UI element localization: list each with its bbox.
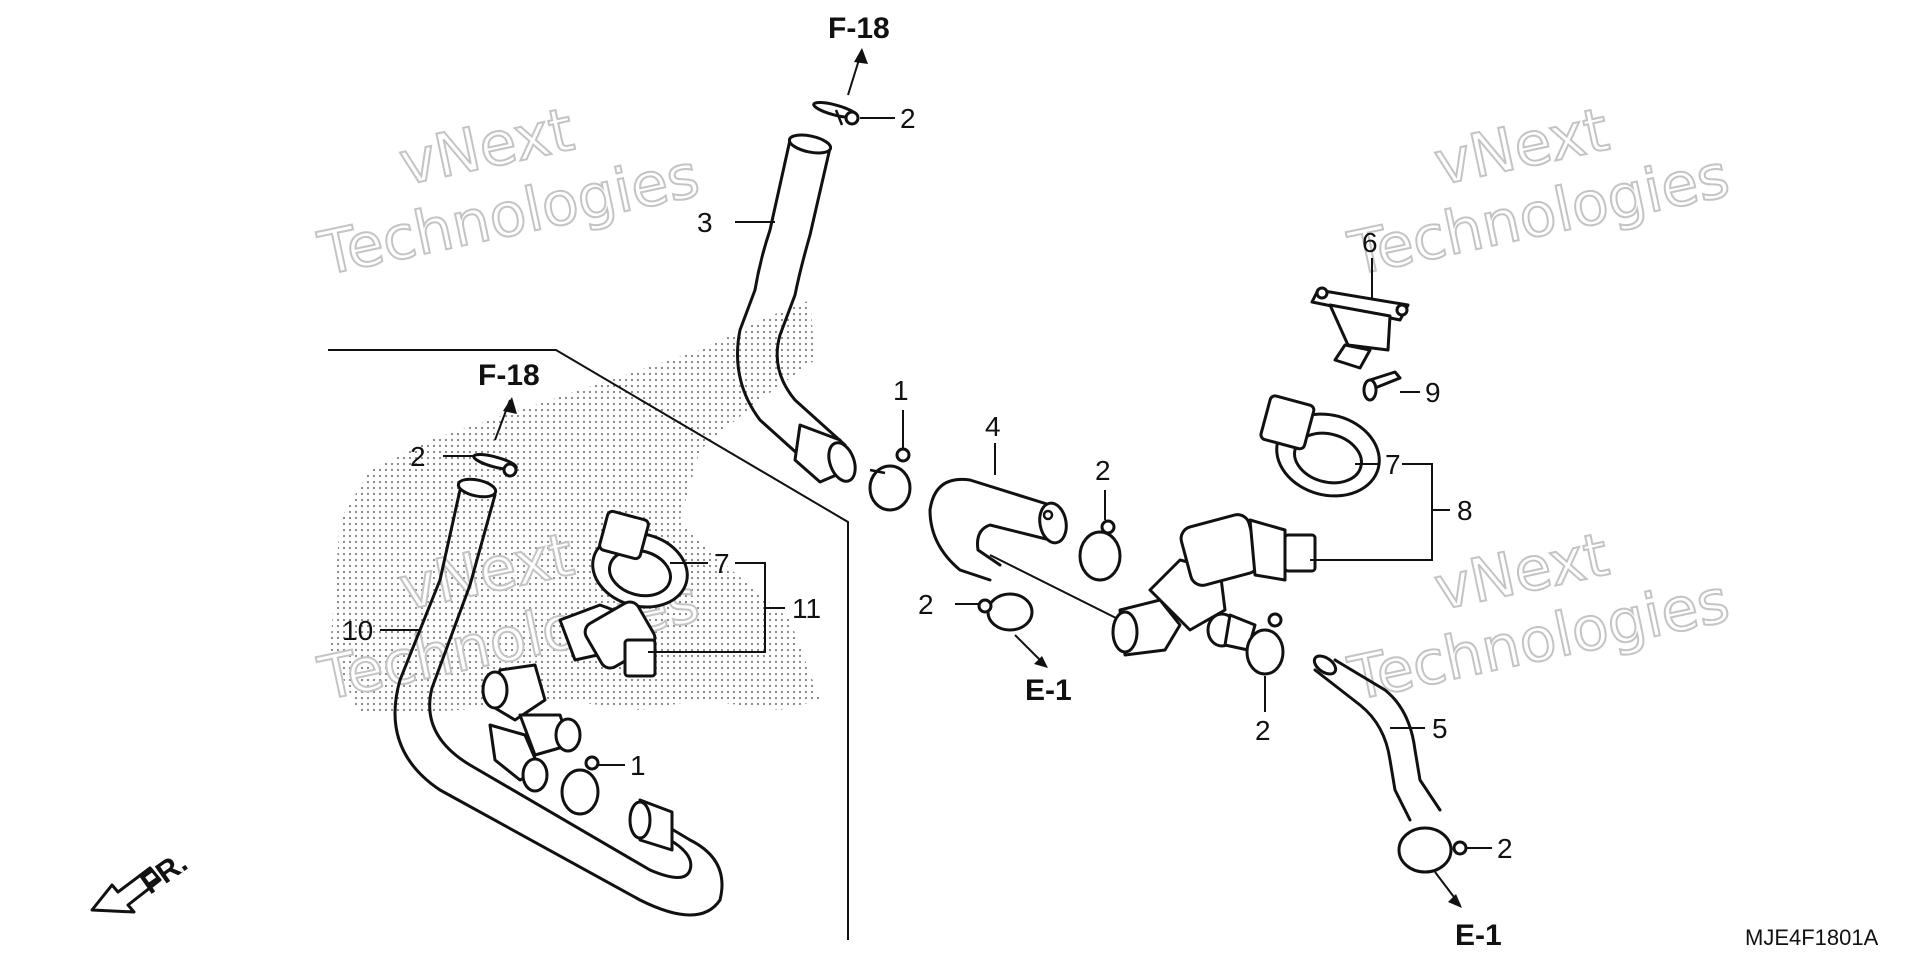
clip-2-valve — [1245, 612, 1285, 676]
hose-5 — [1312, 654, 1442, 822]
callout-4: 4 — [985, 411, 1001, 442]
hose-4 — [928, 477, 1068, 582]
callout-2-mid: 2 — [1095, 455, 1111, 486]
callout-6: 6 — [1362, 227, 1378, 258]
holder-7-right — [1259, 394, 1381, 498]
callout-11: 11 — [792, 593, 821, 624]
callout-2-hose4: 2 — [918, 589, 934, 620]
front-direction-arrow: FR. — [90, 846, 194, 914]
callout-1-upper: 1 — [893, 375, 909, 406]
leader-lines — [380, 48, 1492, 908]
callout-7-right: 7 — [1385, 449, 1401, 480]
bracket-6 — [1310, 286, 1410, 370]
clip-1-lower — [560, 755, 600, 816]
clip-2-mid — [1078, 519, 1122, 582]
clip-2-lower-right — [1397, 826, 1468, 874]
ref-f18-left: F-18 — [478, 359, 540, 392]
hose-10 — [393, 477, 724, 917]
callout-2-lower-right: 2 — [1497, 833, 1513, 864]
callout-2-top: 2 — [900, 103, 916, 134]
holder-7-left — [591, 509, 689, 609]
callout-9: 9 — [1425, 377, 1441, 408]
clip-1-upper — [868, 447, 912, 512]
bolt-9 — [1362, 370, 1402, 402]
callout-10: 10 — [342, 615, 373, 646]
diagram-code: MJE4F1801A — [1745, 925, 1879, 950]
hose-3 — [736, 133, 857, 484]
callout-1-lower: 1 — [630, 750, 646, 781]
clip-2-hose4 — [977, 592, 1034, 632]
callout-5: 5 — [1432, 713, 1448, 744]
callout-3: 3 — [697, 207, 713, 238]
callout-2-valve: 2 — [1255, 715, 1271, 746]
valve-assembly-11 — [481, 600, 657, 793]
ref-f18-top: F-18 — [828, 12, 890, 45]
engine-shading — [330, 300, 820, 715]
ref-e1-bottom: E-1 — [1455, 919, 1502, 952]
callout-8: 8 — [1457, 495, 1473, 526]
callout-7-left: 7 — [714, 548, 730, 579]
inset-boundary — [328, 349, 849, 940]
callout-2-left: 2 — [410, 441, 426, 472]
ref-e1-mid: E-1 — [1025, 674, 1072, 707]
clip-2-top — [812, 101, 860, 126]
valve-assembly-8 — [989, 513, 1317, 657]
